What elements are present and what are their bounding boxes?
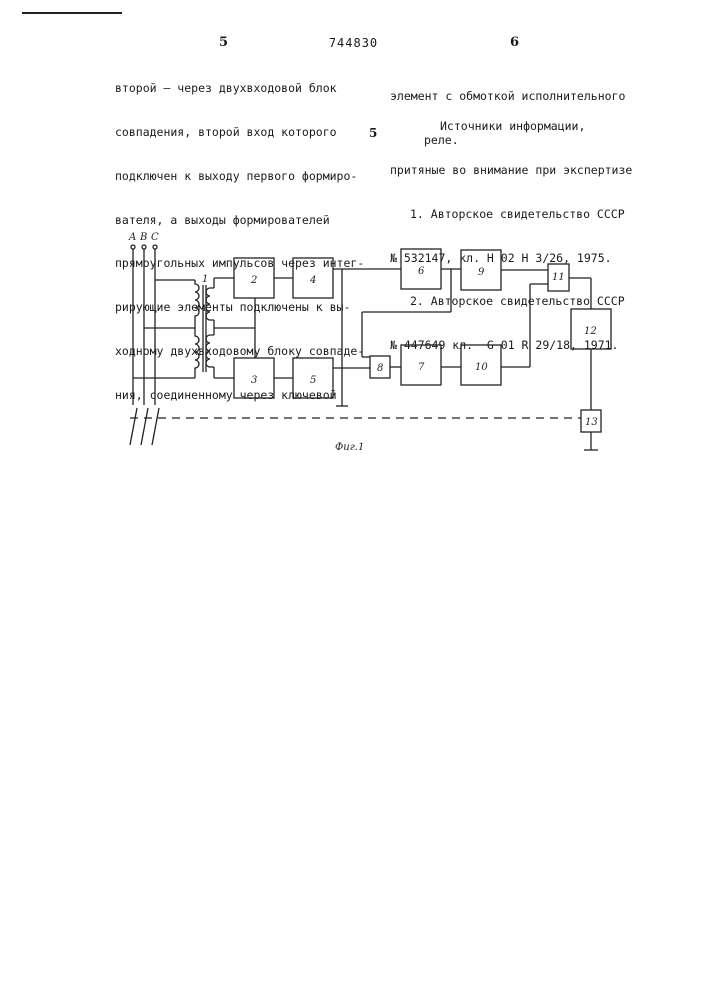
- phase-label-b: B: [139, 232, 147, 243]
- block-7: 7: [401, 345, 441, 385]
- block-5: 5: [293, 358, 333, 398]
- figure-caption: Фиг.1: [335, 442, 364, 453]
- svg-text:11: 11: [552, 272, 565, 283]
- block-9: 9: [461, 250, 501, 290]
- svg-text:6: 6: [418, 266, 425, 277]
- svg-text:8: 8: [377, 363, 383, 374]
- primary-winding: [195, 280, 199, 378]
- secondary-winding: [206, 278, 255, 378]
- block-3: 3: [234, 358, 274, 398]
- svg-text:9: 9: [478, 267, 485, 278]
- svg-text:2: 2: [250, 275, 257, 286]
- transformer-label: 1: [202, 274, 208, 285]
- block-2: 2: [234, 258, 274, 298]
- block-11: 11: [548, 264, 569, 291]
- svg-text:4: 4: [309, 275, 316, 286]
- connection-wires: [130, 269, 598, 450]
- block-6: 6: [401, 249, 441, 289]
- block-4: 4: [293, 258, 333, 298]
- block-12: 12: [571, 309, 611, 349]
- svg-text:10: 10: [475, 362, 488, 373]
- svg-text:12: 12: [584, 326, 597, 337]
- svg-text:5: 5: [310, 375, 316, 386]
- svg-text:3: 3: [251, 375, 257, 386]
- phase-label-a: A: [128, 232, 136, 243]
- block-8: 8: [370, 356, 390, 378]
- transformer-core: [203, 285, 206, 372]
- svg-text:7: 7: [418, 362, 425, 373]
- block-10: 10: [461, 345, 501, 385]
- svg-text:13: 13: [585, 417, 598, 428]
- phase-lines: [130, 245, 195, 445]
- phase-label-c: C: [151, 232, 159, 243]
- block-13: 13: [581, 410, 601, 432]
